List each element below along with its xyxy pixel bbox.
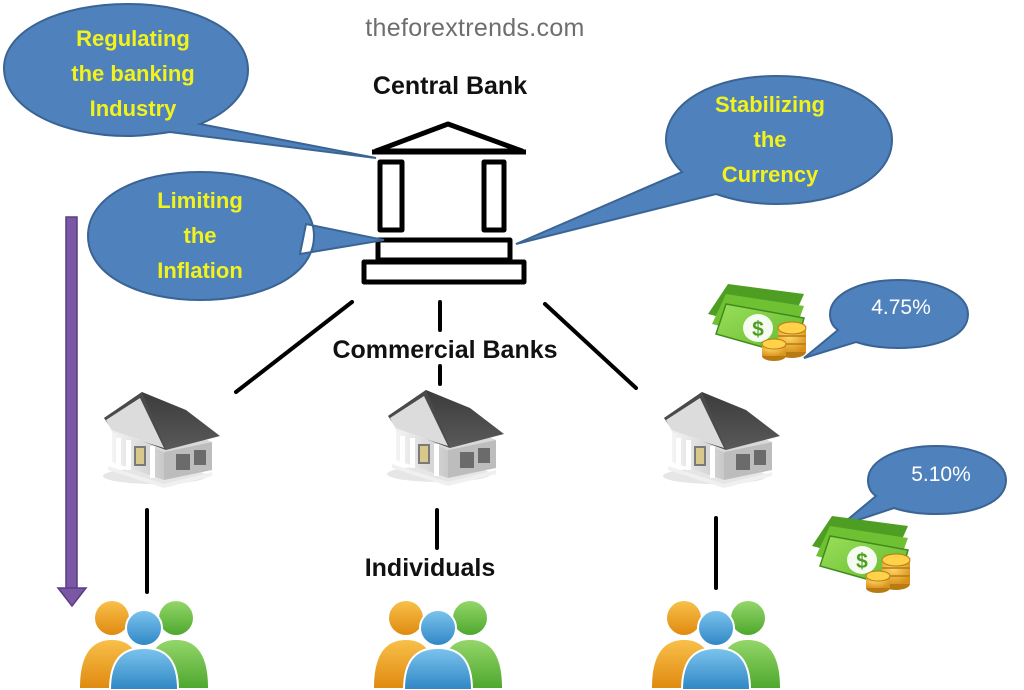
bubble-stabilizing — [515, 74, 894, 245]
money-coins-icon — [811, 515, 911, 594]
role-line: the — [183, 223, 217, 248]
role-line: Industry — [89, 96, 177, 121]
rate-bubble-1 — [803, 278, 970, 359]
bubble-limiting — [86, 170, 385, 302]
interest-rate-label: 5.10% — [911, 463, 971, 486]
bank-house-icon — [103, 392, 220, 488]
role-stabilizing-text: Stabilizing the Currency — [660, 87, 880, 192]
interest-rate-label: 4.75% — [871, 296, 931, 319]
role-line: Inflation — [157, 258, 243, 283]
bubble-regulating — [2, 2, 377, 159]
rate-bubble-2 — [839, 444, 1008, 527]
people-group-icon — [651, 600, 781, 690]
role-regulating-text: Regulating the banking Industry — [28, 21, 238, 126]
down-arrow-icon — [56, 216, 88, 608]
connector-central-to-bank-right — [543, 302, 638, 390]
connector-lines — [145, 300, 718, 594]
money-coins-icon — [707, 283, 807, 362]
individuals-title: Individuals — [364, 554, 496, 582]
role-line: Limiting — [157, 188, 243, 213]
bank-house-icon — [387, 390, 504, 486]
role-line: Currency — [721, 162, 819, 187]
people-group-icon — [373, 600, 503, 690]
watermark: theforextrends.com — [365, 14, 585, 42]
role-line: the — [753, 127, 787, 152]
bank-house-icon — [663, 392, 780, 488]
role-line: Stabilizing — [715, 92, 825, 117]
role-limiting-text: Limiting the Inflation — [100, 183, 300, 288]
people-group-icon — [79, 600, 209, 690]
bank-building-icon — [361, 121, 527, 285]
commercial-banks-title: Commercial Banks — [332, 336, 558, 364]
central-bank-title: Central Bank — [372, 72, 528, 100]
connector-central-to-bank-left — [234, 300, 354, 394]
role-line: Regulating — [76, 26, 190, 51]
role-line: the banking — [71, 61, 195, 86]
